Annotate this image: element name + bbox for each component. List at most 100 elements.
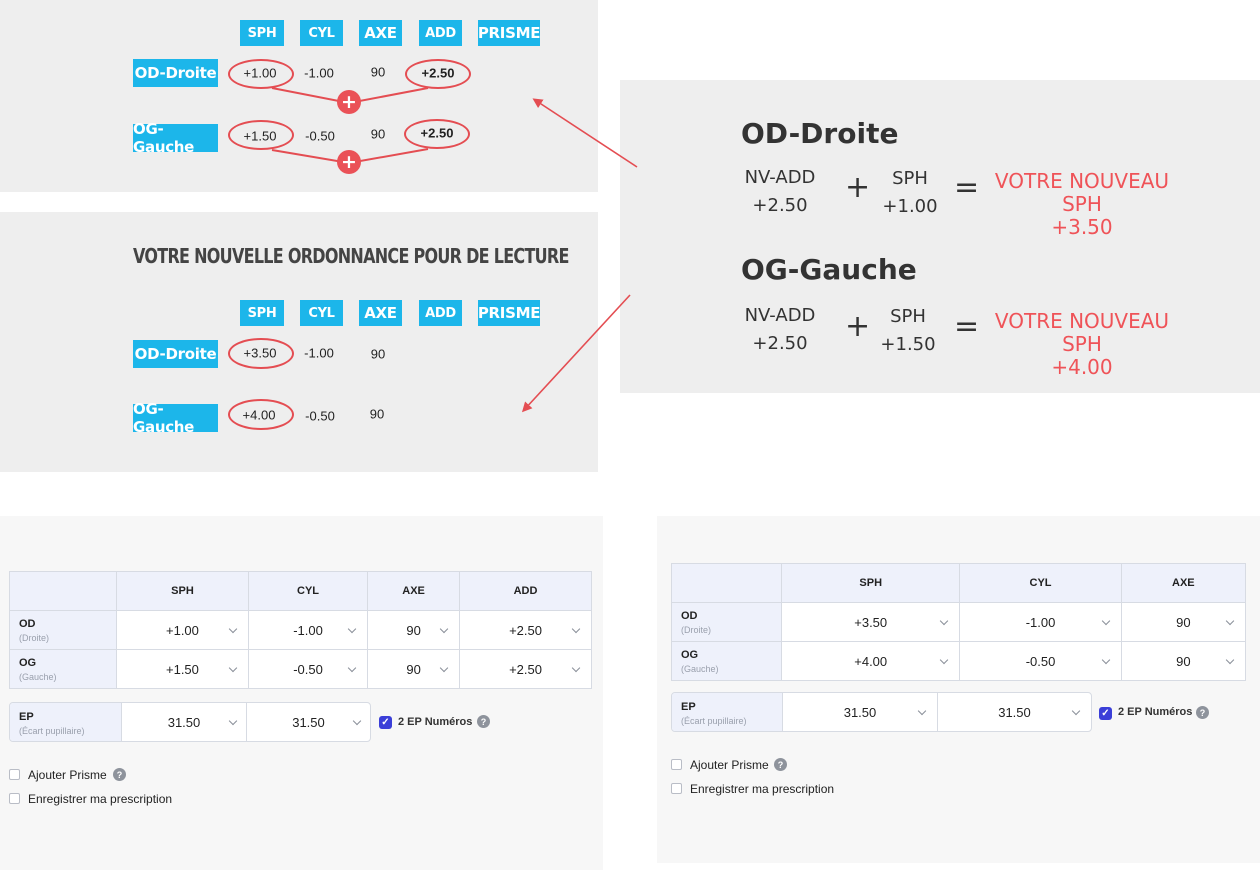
od-add-highlight: [405, 59, 471, 89]
form-right-table: SPH CYL AXE OD (Droite) +3.50 -1.00 90 O…: [671, 563, 1247, 681]
og-cyl-value: -0.50: [305, 128, 335, 144]
select-value: +1.50: [166, 661, 199, 677]
formula-og-equals: =: [954, 309, 980, 344]
od-cyl-value: -1.00: [304, 65, 334, 81]
od-sph-select[interactable]: +1.00: [116, 610, 249, 650]
og-sph-select[interactable]: +4.00: [780, 641, 961, 681]
select-value: -1.00: [293, 622, 323, 638]
help-icon[interactable]: ?: [1196, 706, 1209, 719]
plus-circle-icon: +: [337, 90, 361, 114]
col-add: ADD: [459, 571, 592, 611]
formula-og-title: OG-Gauche: [741, 253, 917, 286]
row-od-label: OD (Droite): [9, 610, 117, 650]
chevron-down-icon: [347, 663, 357, 673]
og-axe-value: 90: [370, 126, 386, 142]
chevron-down-icon: [571, 663, 581, 673]
header-sph: SPH: [240, 300, 284, 326]
current-prescription-panel: SPH CYL AXE ADD PRISME OD-Droite OG-Gauc…: [0, 0, 598, 192]
og-sph-select[interactable]: +1.50: [116, 649, 249, 689]
od-axe-select[interactable]: 90: [367, 610, 461, 650]
og-label: OG-Gauche: [133, 120, 218, 156]
od-sph-value: +1.00: [243, 65, 277, 81]
corner-cell: [671, 563, 782, 603]
select-value: 90: [406, 622, 421, 638]
od-add-value: +2.50: [421, 65, 455, 81]
row-od-label: OD (Droite): [671, 602, 782, 642]
ep-od-select[interactable]: 31.50: [122, 703, 247, 741]
select-value: -0.50: [293, 661, 323, 677]
od-cyl-select[interactable]: -1.00: [959, 602, 1122, 642]
formula-od-equals: =: [954, 170, 980, 205]
row-sub: (Gauche): [681, 663, 719, 674]
ajouter-prisme-checkbox[interactable]: [9, 769, 20, 780]
corner-cell: [9, 571, 117, 611]
nvadd-label: NV-ADD: [744, 167, 816, 188]
select-value: +4.00: [854, 653, 888, 669]
chevron-down-icon: [228, 624, 238, 634]
select-value: 90: [406, 661, 421, 677]
header-cyl: CYL: [300, 20, 343, 46]
ep-sub: (Écart pupillaire): [19, 726, 85, 736]
result-label: VOTRE NOUVEAU SPH: [994, 309, 1170, 356]
result-value: +4.00: [1051, 355, 1113, 379]
chevron-down-icon: [439, 663, 449, 673]
og-new-axe-value: 90: [369, 406, 385, 422]
row-sub: (Droite): [19, 632, 50, 643]
og-axe-select[interactable]: 90: [367, 649, 461, 689]
help-icon[interactable]: ?: [477, 715, 490, 728]
header-axe: AXE: [359, 300, 402, 326]
connector-lines: [271, 87, 429, 165]
og-axe-select[interactable]: 90: [1120, 641, 1247, 681]
chevron-down-icon: [1101, 655, 1110, 665]
og-label: OG-Gauche: [133, 400, 218, 436]
chevron-down-icon: [347, 624, 357, 634]
header-add: ADD: [419, 20, 462, 46]
od-new-sph-highlight: [228, 338, 294, 369]
ep-od-select[interactable]: 31.50: [783, 693, 938, 731]
col-axe: AXE: [1120, 563, 1247, 603]
formula-od-title: OD-Droite: [741, 117, 899, 150]
sph-value: +1.50: [880, 334, 936, 355]
od-axe-select[interactable]: 90: [1120, 602, 1247, 642]
ep-label: EP (Écart pupillaire): [672, 693, 783, 731]
select-value: 31.50: [843, 704, 877, 720]
select-value: 31.50: [167, 714, 201, 730]
sph-value: +1.00: [882, 196, 938, 217]
og-new-sph-highlight: [228, 399, 294, 430]
od-sph-select[interactable]: +3.50: [780, 602, 961, 642]
ep-og-select[interactable]: 31.50: [938, 693, 1091, 731]
help-icon[interactable]: ?: [774, 758, 787, 771]
header-add: ADD: [419, 300, 462, 326]
od-add-select[interactable]: +2.50: [459, 610, 592, 650]
two-ep-checkbox[interactable]: ✓: [1099, 707, 1112, 720]
ep-field-group: EP (Écart pupillaire) 31.50 31.50: [671, 692, 1092, 732]
ep-field-group: EP (Écart pupillaire) 31.50 31.50: [9, 702, 371, 742]
header-cyl: CYL: [300, 300, 343, 326]
chevron-down-icon: [940, 616, 949, 626]
od-cyl-select[interactable]: -1.00: [247, 610, 369, 650]
og-add-select[interactable]: +2.50: [459, 649, 592, 689]
sph-label: SPH: [890, 306, 926, 327]
select-value: +2.50: [509, 622, 542, 638]
help-icon[interactable]: ?: [113, 768, 126, 781]
ajouter-prisme-label: Ajouter Prisme: [28, 768, 107, 782]
ep-og-select[interactable]: 31.50: [247, 703, 370, 741]
header-sph: SPH: [240, 20, 284, 46]
og-cyl-select[interactable]: -0.50: [247, 649, 369, 689]
enregistrer-checkbox[interactable]: [671, 783, 682, 794]
header-prisme: PRISME: [478, 20, 540, 46]
chevron-down-icon: [228, 663, 238, 673]
select-value: 31.50: [292, 714, 325, 730]
row-label: OD: [681, 609, 698, 622]
chevron-down-icon: [1101, 616, 1110, 626]
chevron-down-icon: [439, 624, 449, 634]
reading-heading: VOTRE NOUVELLE ORDONNANCE POUR DE LECTUR…: [133, 244, 569, 268]
two-ep-checkbox[interactable]: ✓: [379, 716, 392, 729]
og-new-cyl-value: -0.50: [305, 408, 335, 424]
og-cyl-select[interactable]: -0.50: [959, 641, 1122, 681]
od-sph-highlight: [228, 59, 294, 89]
chevron-down-icon: [228, 716, 238, 726]
enregistrer-checkbox[interactable]: [9, 793, 20, 804]
ajouter-prisme-checkbox[interactable]: [671, 759, 682, 770]
nvadd-value: +2.50: [752, 195, 808, 216]
